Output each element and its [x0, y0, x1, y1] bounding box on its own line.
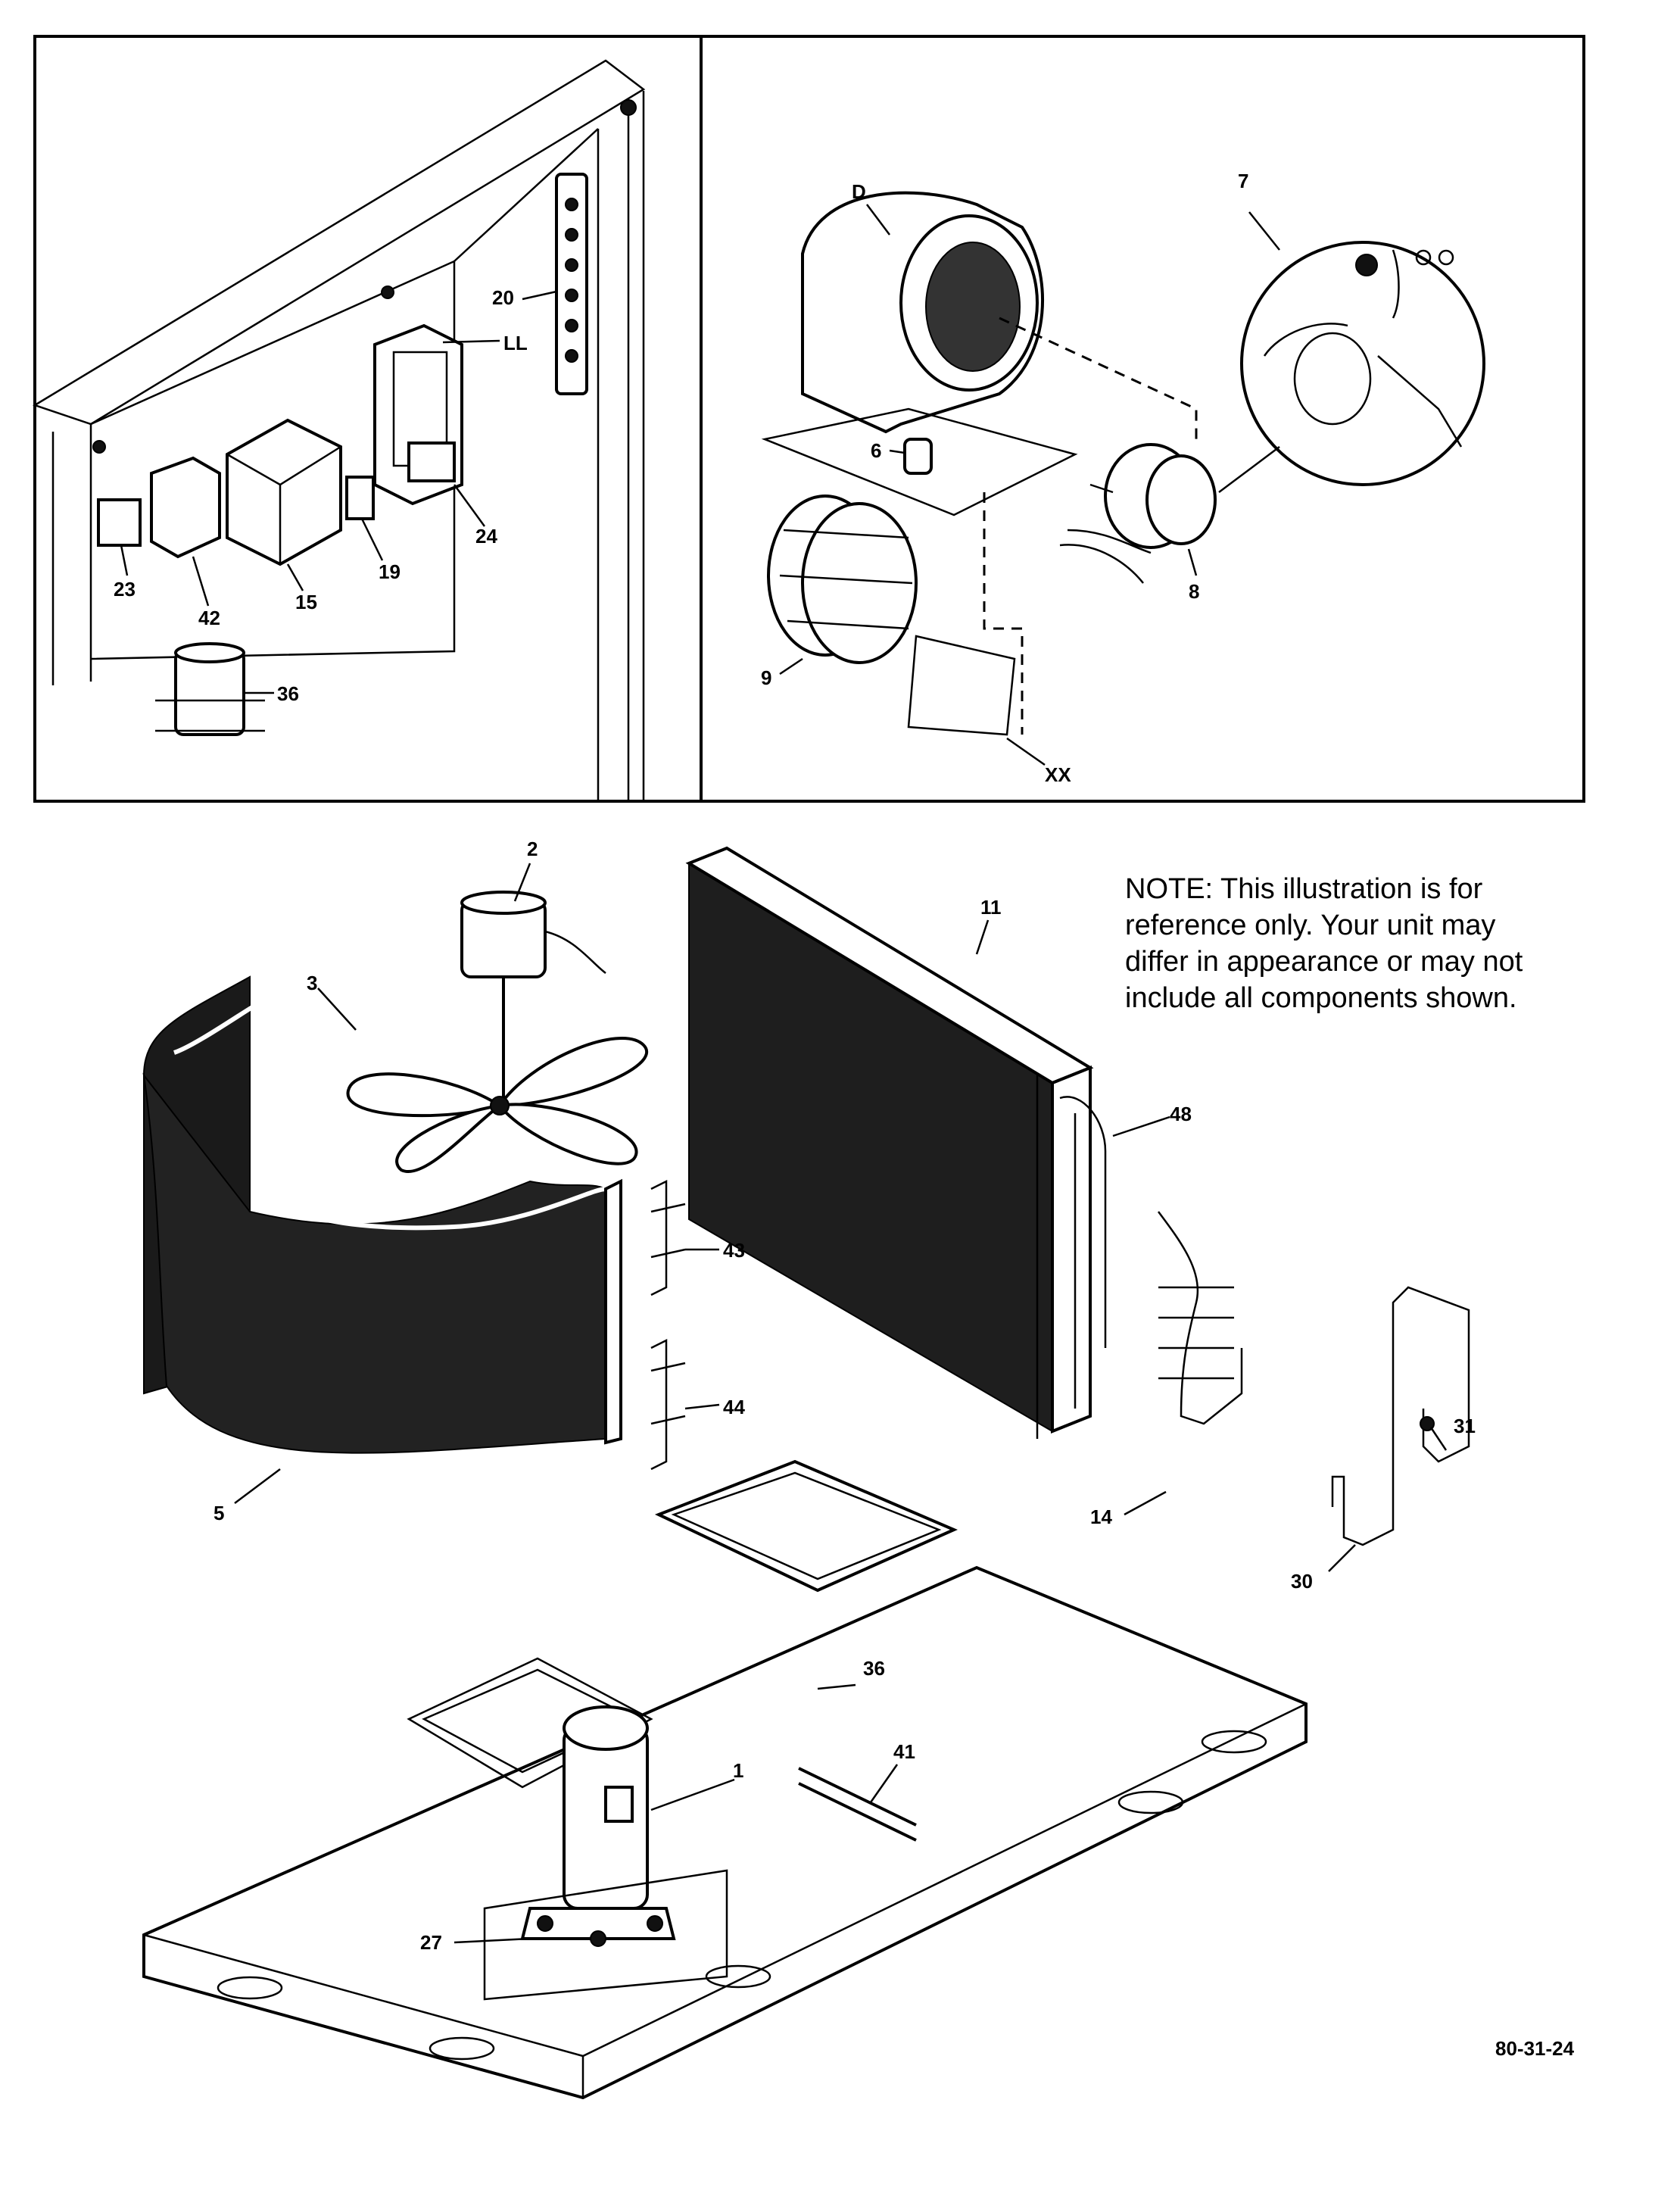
note-line-4: include all components shown. [1125, 982, 1517, 1014]
label-30: 30 [1291, 1570, 1313, 1593]
note-line-2: reference only. Your unit may [1125, 909, 1496, 941]
blower-illustration [761, 191, 1485, 766]
tubing-30-drawing [1331, 1286, 1470, 1546]
figure-id: 80-31-24 [1495, 2037, 1575, 2060]
reference-note: NOTE: This illustration is for reference… [1125, 871, 1549, 1016]
label-7: 7 [1238, 170, 1249, 192]
label-3: 3 [307, 972, 318, 994]
label-2: 2 [527, 838, 538, 860]
label-42: 42 [198, 607, 220, 629]
distributor-14-drawing [1157, 1211, 1243, 1425]
base-pan-drawing [142, 1565, 1308, 2100]
condenser-coil-drawing [688, 847, 1091, 1433]
label-D: D [852, 180, 866, 203]
label-5: 5 [214, 1502, 225, 1524]
label-11: 11 [980, 896, 1002, 919]
label-36-base: 36 [863, 1657, 885, 1680]
coil-guard-front [142, 1072, 606, 1454]
blower-panel-frame [700, 35, 1585, 803]
bracket-43-drawing [650, 1179, 686, 1296]
label-41: 41 [893, 1740, 915, 1763]
note-line-3: differ in appearance or may not [1125, 946, 1523, 978]
label-20: 20 [492, 286, 514, 309]
note-line-1: NOTE: This illustration is for [1125, 873, 1483, 905]
fan-blade-drawing [346, 1037, 648, 1173]
tubing-41-drawing [798, 1767, 917, 1842]
label-27: 27 [420, 1931, 442, 1954]
label-19: 19 [379, 560, 401, 583]
bracket-44-drawing [650, 1338, 686, 1471]
label-LL: LL [503, 332, 528, 354]
label-44: 44 [723, 1396, 745, 1418]
control-box-panel-frame [33, 35, 703, 803]
label-1: 1 [733, 1759, 744, 1782]
capacitor-36-drawing [174, 650, 245, 736]
label-6: 6 [871, 439, 882, 462]
label-9: 9 [761, 666, 772, 689]
label-15: 15 [295, 591, 317, 613]
label-23: 23 [114, 578, 136, 601]
control-box-illustration [33, 59, 646, 801]
label-36-control-box: 36 [277, 682, 299, 705]
detail-circle-7 [1240, 241, 1485, 486]
label-XX: XX [1045, 763, 1071, 786]
label-14: 14 [1090, 1505, 1112, 1528]
label-24: 24 [475, 525, 497, 548]
terminal-strip [555, 173, 588, 395]
label-31: 31 [1454, 1415, 1476, 1437]
label-43: 43 [723, 1239, 745, 1262]
label-8: 8 [1189, 580, 1200, 603]
label-48: 48 [1170, 1103, 1192, 1125]
outdoor-unit-illustration [142, 846, 1470, 2100]
